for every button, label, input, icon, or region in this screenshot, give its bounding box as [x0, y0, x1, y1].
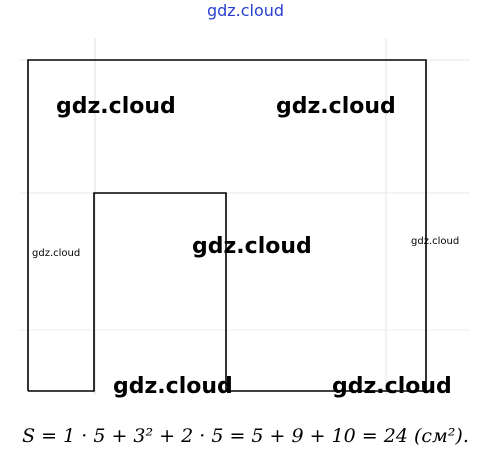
figure-outline — [27, 59, 427, 392]
watermark: gdz.cloud — [32, 248, 81, 259]
watermark: gdz.cloud — [276, 94, 396, 119]
area-formula: S = 1 · 5 + 3² + 2 · 5 = 5 + 9 + 10 = 24… — [22, 425, 469, 447]
watermark: gdz.cloud — [56, 94, 176, 119]
watermark-top: gdz.cloud — [206, 1, 285, 20]
watermark: gdz.cloud — [332, 374, 452, 399]
watermark: gdz.cloud — [411, 236, 460, 247]
watermark: gdz.cloud — [192, 234, 312, 259]
watermark: gdz.cloud — [113, 374, 233, 399]
